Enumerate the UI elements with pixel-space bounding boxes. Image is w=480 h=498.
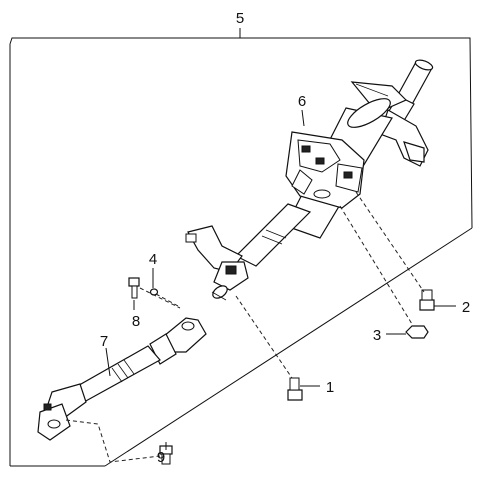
callout-7: 7: [100, 333, 108, 350]
leader-lines: [105, 109, 456, 450]
bolt-1: [287, 377, 303, 401]
callout-3: 3: [373, 327, 381, 344]
assembly-frame: [9, 28, 473, 467]
intermediate-shaft-illustration: [37, 317, 207, 441]
callout-8: 8: [132, 313, 140, 330]
assembly-guide-lines: [65, 191, 425, 463]
bolt-8: [128, 277, 140, 299]
callout-6: 6: [298, 93, 306, 110]
callout-1: 1: [326, 379, 334, 396]
steering-column-illustration: [185, 59, 434, 301]
nut-3: [405, 325, 429, 339]
bolt-2: [419, 289, 435, 311]
callout-2: 2: [462, 299, 470, 316]
callout-4: 4: [149, 251, 157, 268]
callout-9: 9: [157, 449, 165, 466]
callout-5: 5: [236, 10, 244, 27]
